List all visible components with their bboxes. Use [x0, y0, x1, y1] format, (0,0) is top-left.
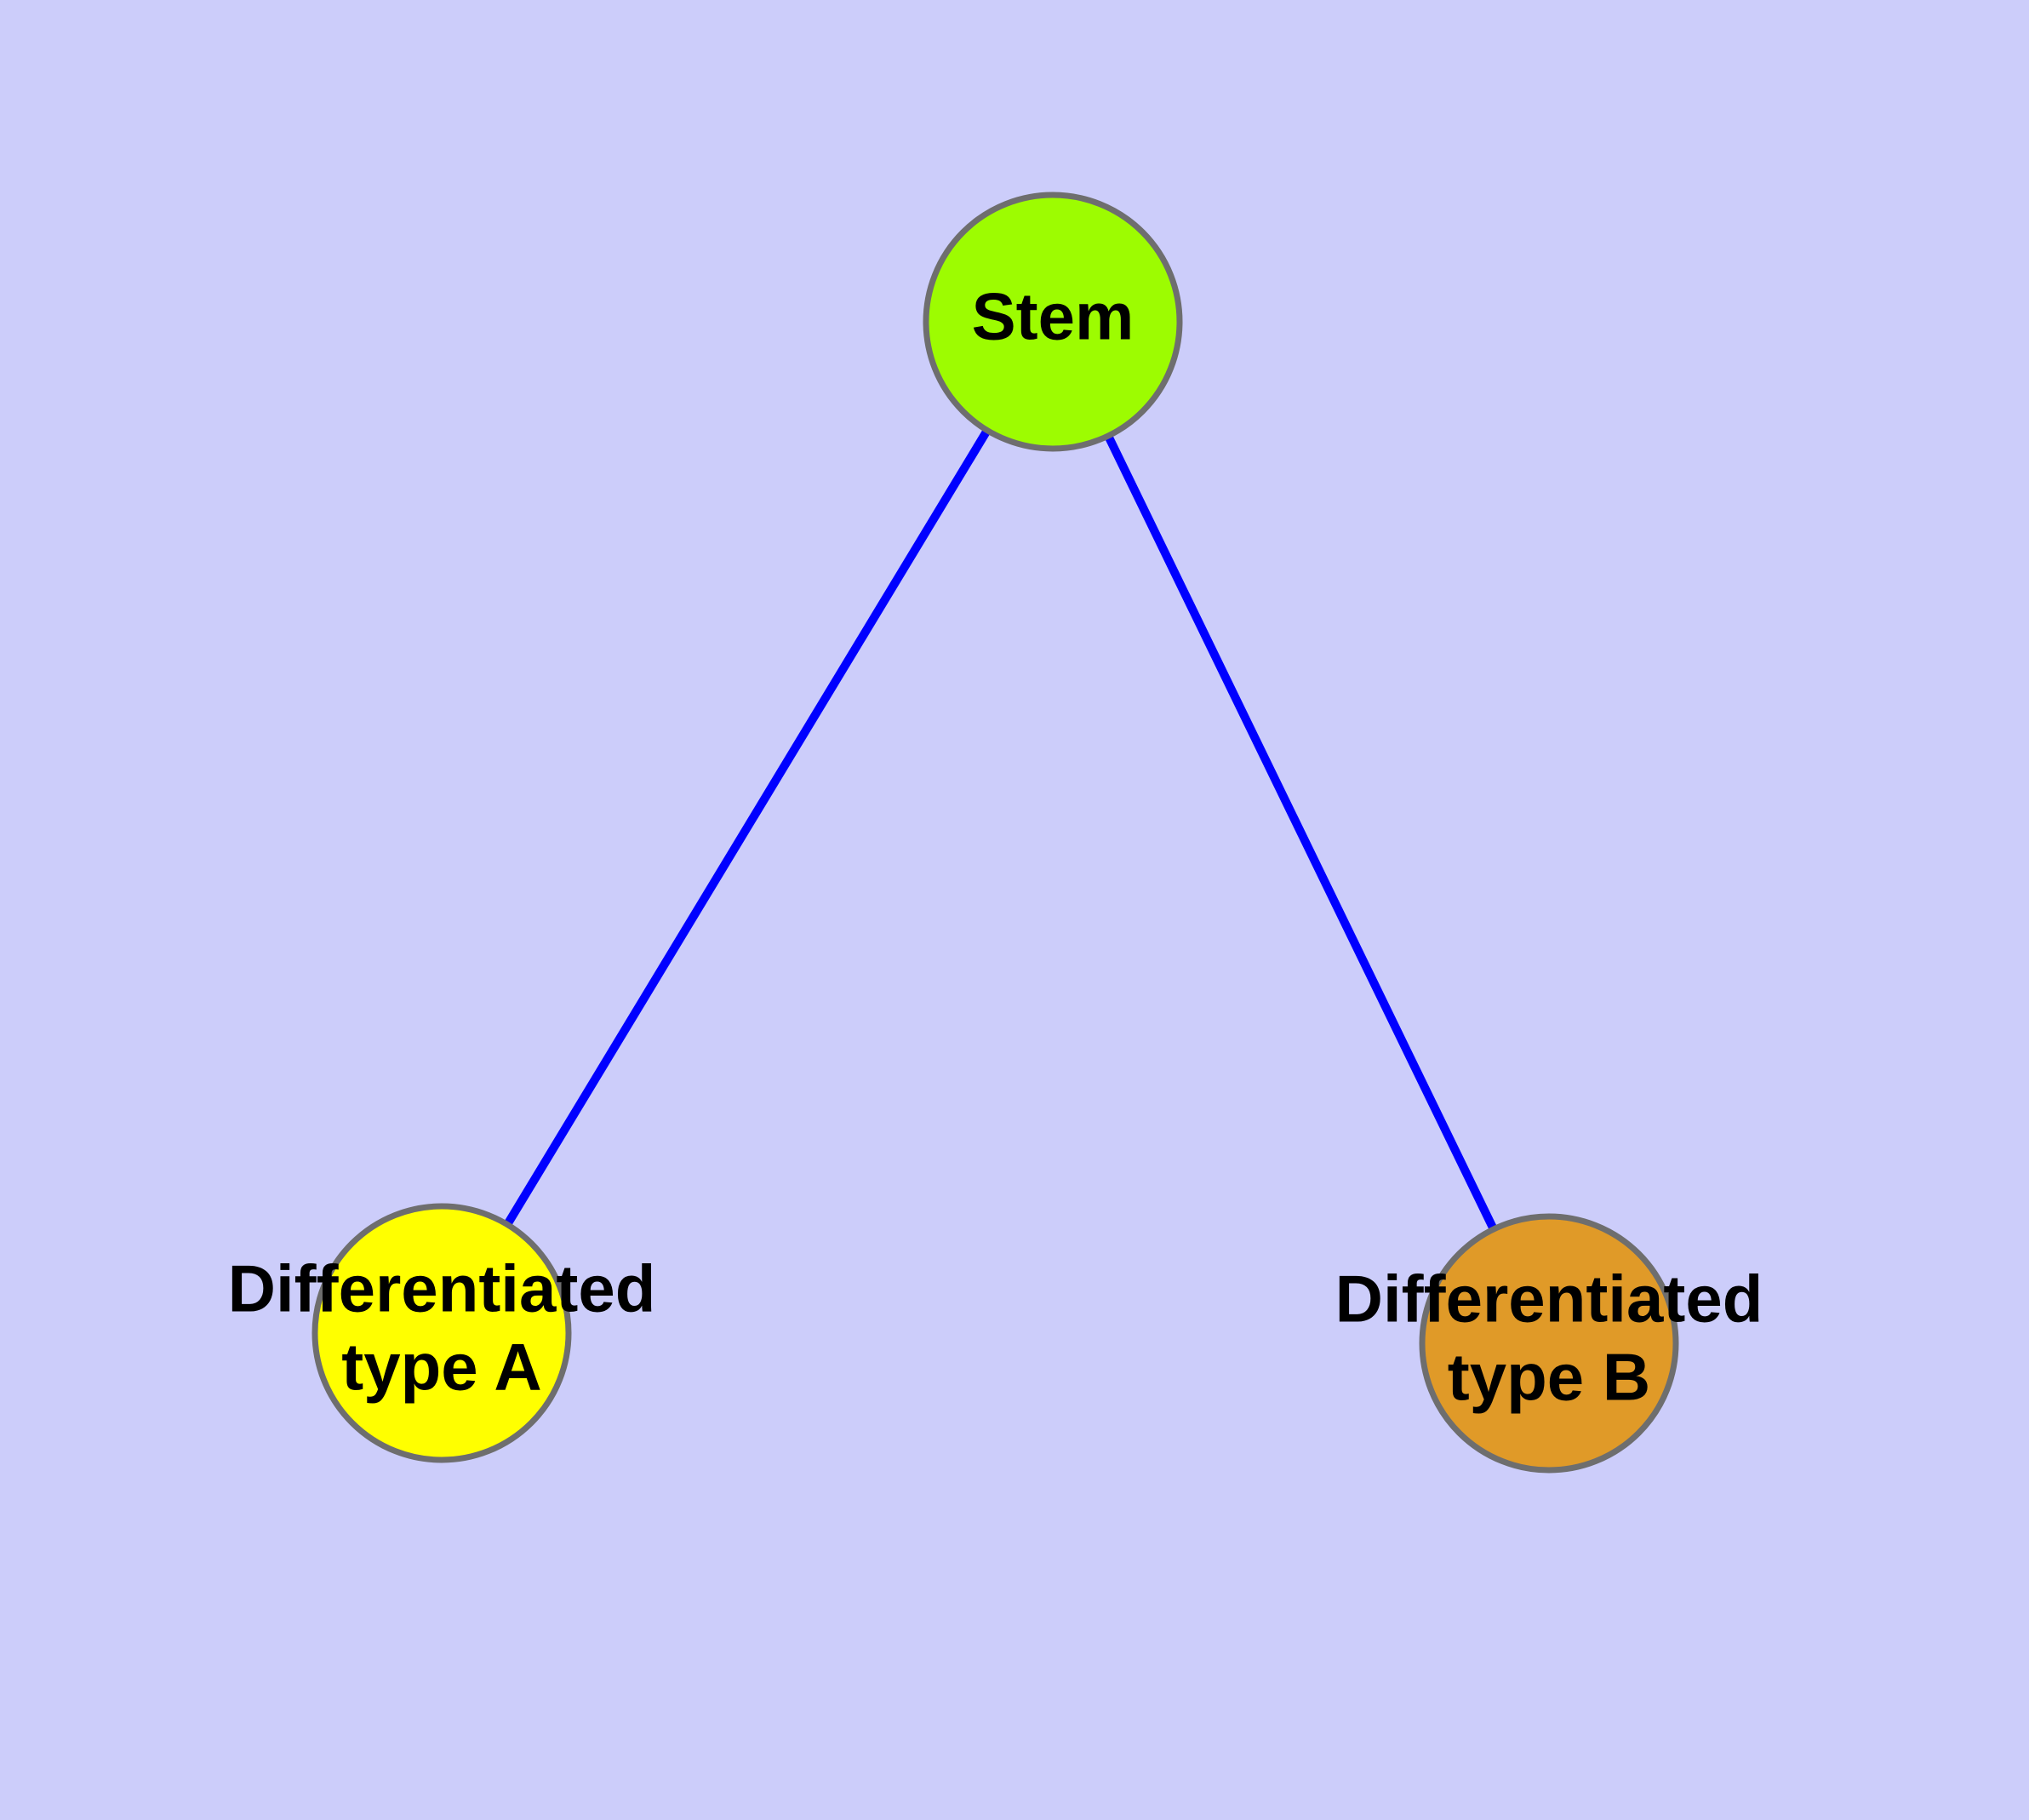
- node-label-stem-line-1: Stem: [972, 279, 1135, 354]
- node-label-diff_a-line-1: Differentiated: [228, 1251, 656, 1326]
- graph-edge-stem-to-b[interactable]: [1049, 319, 1553, 1346]
- edge-layer: [437, 319, 1553, 1346]
- node-label-diff_a-line-2: type A: [341, 1330, 542, 1405]
- node-circle-stem[interactable]: [923, 192, 1183, 452]
- node-label-diff_b-line-2: type B: [1448, 1340, 1650, 1415]
- graph-node-stem[interactable]: Stem: [923, 192, 1183, 452]
- node-label-diff_b-line-1: Differentiated: [1335, 1262, 1763, 1336]
- node-circle-diff_a[interactable]: [311, 1203, 572, 1463]
- graph-edge-stem-to-a[interactable]: [437, 319, 1057, 1336]
- node-circle-diff_b[interactable]: [1419, 1213, 1679, 1474]
